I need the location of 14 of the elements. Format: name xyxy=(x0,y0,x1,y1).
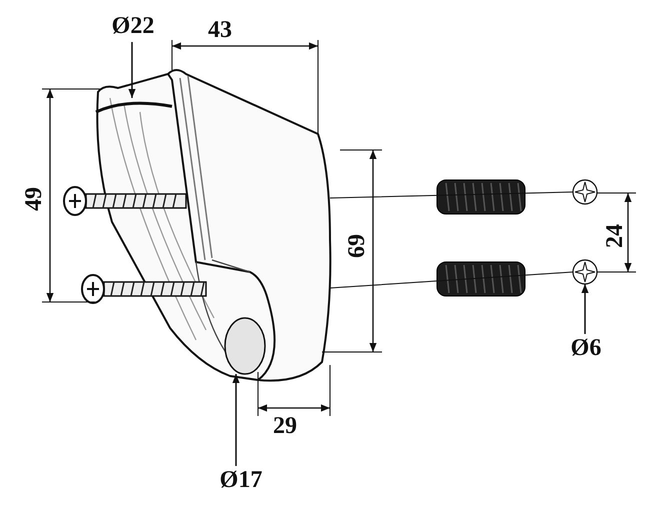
diameter-label: Ø6 xyxy=(566,334,606,362)
leader-line xyxy=(581,284,589,334)
dimension-label: 29 xyxy=(273,412,297,440)
bottom-opening xyxy=(224,317,266,375)
inner-rim xyxy=(95,102,172,114)
screw-hole-circle xyxy=(572,259,598,285)
diameter-label: Ø22 xyxy=(104,12,162,40)
dimension-label: 49 xyxy=(20,187,48,211)
dimension-label: 69 xyxy=(343,234,371,258)
diameter-label: Ø17 xyxy=(212,466,270,494)
leader-line xyxy=(232,374,240,466)
leader-line xyxy=(128,42,136,98)
dimension-label: 24 xyxy=(601,224,629,248)
dimension-label: 43 xyxy=(208,16,232,44)
